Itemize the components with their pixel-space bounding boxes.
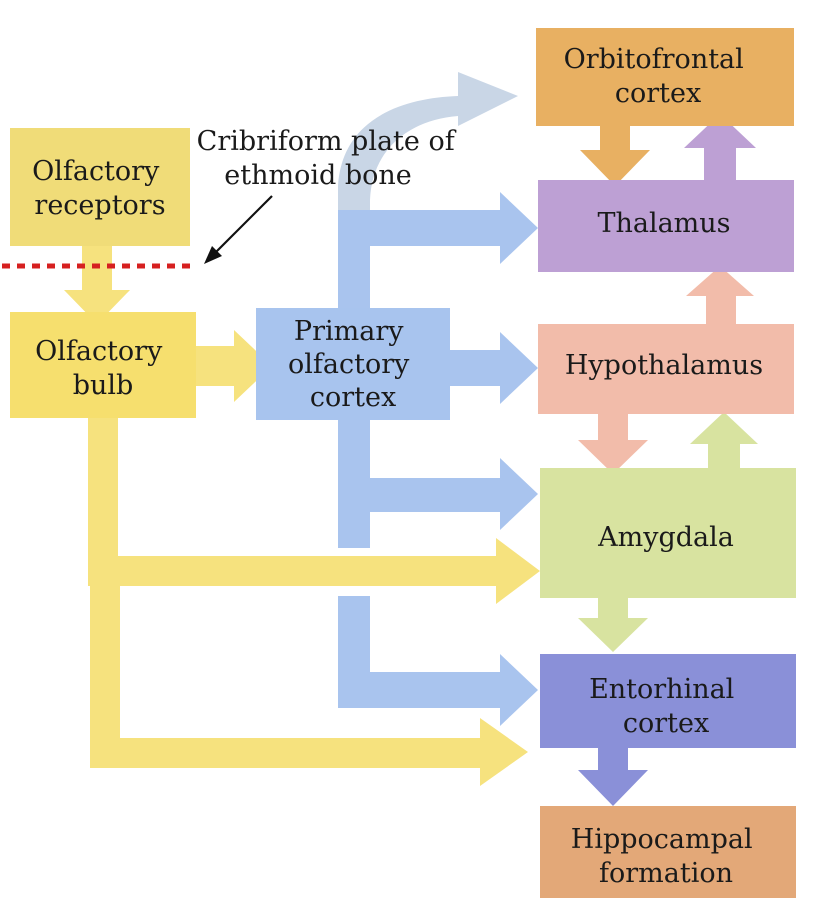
arrow-bulb-to-amygdala (88, 418, 540, 604)
node-orbitofrontal-cortex (536, 28, 794, 126)
arrow-primary-to-entorhinal (338, 596, 538, 726)
arrow-amygdala-to-hypothalamus (690, 412, 758, 468)
annotation-pointer-arrowhead (204, 246, 222, 264)
label-olfactory-receptors: Olfactory receptors (32, 156, 168, 221)
annotation-pointer-line (213, 195, 273, 255)
label-primary-olfactory-cortex: Primary olfactory cortex (288, 316, 418, 413)
label-olfactory-bulb: Olfactory bulb (35, 336, 171, 401)
arrow-receptors-to-bulb (64, 246, 130, 324)
arrow-bulb-to-entorhinal (90, 586, 528, 786)
node-primary-olfactory-cortex (256, 308, 450, 420)
arrow-primary-to-amygdala (338, 420, 538, 548)
label-entorhinal-cortex: Entorhinal cortex (589, 674, 743, 739)
arrow-primary-to-hypothalamus (450, 332, 538, 404)
arrow-primary-to-thalamus (338, 192, 538, 308)
node-hippocampal-formation (540, 806, 796, 898)
node-olfactory-bulb (10, 312, 196, 418)
arrow-primary-to-orbitofrontal (338, 72, 518, 222)
label-hippocampal-formation: Hippocampal formation (571, 824, 761, 889)
arrow-orbitofrontal-to-thalamus (580, 126, 650, 186)
label-hypothalamus: Hypothalamus (565, 350, 763, 381)
node-thalamus (538, 180, 794, 272)
arrow-hypothalamus-to-thalamus (686, 266, 754, 324)
label-orbitofrontal-cortex: Orbitofrontal cortex (564, 44, 753, 109)
node-entorhinal-cortex (540, 654, 796, 748)
arrow-bulb-to-primary-cortex (196, 330, 272, 402)
node-amygdala (540, 468, 796, 598)
arrow-thalamus-to-orbitofrontal (684, 114, 756, 180)
label-amygdala: Amygdala (597, 522, 734, 553)
label-thalamus: Thalamus (597, 208, 730, 239)
arrow-entorhinal-to-hippocampal (578, 748, 648, 806)
node-olfactory-receptors (10, 128, 190, 246)
annotation-cribriform-plate: Cribriform plate of ethmoid bone (197, 126, 464, 191)
arrow-hypothalamus-to-amygdala (578, 414, 648, 474)
node-hypothalamus (538, 324, 794, 414)
arrow-amygdala-to-entorhinal (578, 598, 648, 652)
